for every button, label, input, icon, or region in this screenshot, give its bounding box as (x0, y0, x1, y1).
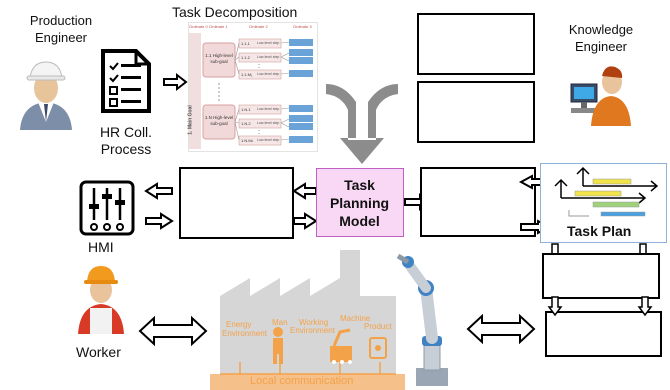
double-arrow-worker-factory (138, 315, 208, 347)
gantt-chart-icon (554, 166, 659, 217)
factory-illustration (210, 250, 405, 390)
hmi-label: HMI (88, 239, 114, 255)
knowledge-engineer-label: Knowledge Engineer (568, 22, 634, 54)
step-text-6: Low-level step (257, 138, 280, 142)
production-engineer-label: Production Engineer (29, 13, 93, 45)
arrow-box1-to-box2-left (547, 296, 563, 317)
ordinate-2: Ordinate 2 (249, 24, 268, 29)
factory-label-working-environment: Environment (290, 326, 335, 335)
step-text-4: Low-level step (257, 107, 280, 111)
plan-output-box (420, 167, 536, 237)
main-goal-label: 1. Main Goal (187, 105, 194, 135)
hr-process-label: HR Coll. Process (99, 124, 153, 157)
task-decomposition-title: Task Decomposition (172, 4, 298, 20)
step-text-5: Low-level step (257, 121, 280, 125)
arrow-left-box-to-model (293, 212, 318, 230)
step-id-1-n-1: 1.N.1 (241, 107, 251, 112)
knowledge-input-box-2 (417, 81, 535, 143)
factory-label-machine: Machine (340, 314, 371, 323)
arrow-box1-to-box2-right (637, 296, 653, 317)
ordinate-1: Ordinate 1 (209, 24, 228, 29)
knowledge-engineer-icon (570, 66, 631, 126)
task-decomposition-tree (189, 33, 313, 149)
factory-label-product: Product (364, 322, 392, 331)
subgoal-top-label: 1.1 High-level sub-goal (205, 53, 233, 64)
arrow-box-to-hmi (144, 182, 173, 200)
robot-arm-icon (396, 253, 448, 386)
hr-process-document-icon (101, 49, 151, 113)
ordinate-0: Ordinate 0 (189, 24, 208, 29)
subgoal-bottom-label: 1.N High-level sub-goal (204, 115, 234, 126)
ordinate-3: Ordinate 3 (293, 24, 312, 29)
arrow-model-to-left-box (292, 182, 317, 200)
step-id-1-1-1: 1.1.1 (241, 41, 250, 46)
step-text-3: Low-level step (257, 72, 280, 76)
double-arrow-robot-boxes (466, 313, 536, 345)
knowledge-input-box-1 (417, 13, 535, 75)
task-plan-panel: Task Plan (540, 163, 667, 243)
arrow-hmi-to-box (145, 212, 174, 230)
step-text-1: Low-level step (257, 41, 280, 45)
factory-label-working: Working (299, 318, 329, 327)
local-communication-label: Local communication (250, 375, 354, 387)
robot-program-box-2 (545, 311, 662, 357)
step-id-1-1-m: 1.1.M₁ (241, 72, 253, 77)
worker-icon (78, 266, 124, 334)
production-engineer-icon (20, 61, 72, 130)
step-text-2: Low-level step (257, 55, 280, 59)
merge-arrow (326, 84, 398, 164)
task-planning-model-box: Task Planning Model (316, 168, 404, 237)
factory-label-energy: Energy (226, 320, 252, 329)
factory-label-environment: Environment (222, 329, 267, 338)
step-id-1-1-2: 1.1.2 (241, 55, 250, 60)
task-decomposition-figure: Ordinate 0 Ordinate 1 Ordinate 2 Ordinat… (188, 22, 318, 152)
step-id-1-n-2: 1.N.2 (241, 121, 251, 126)
hmi-interface-box (179, 167, 294, 239)
step-id-1-n-m: 1.N.Mₙ (241, 138, 254, 143)
task-plan-label: Task Plan (567, 223, 632, 239)
hmi-sliders-icon (79, 180, 135, 236)
worker-label: Worker (76, 344, 121, 360)
task-planning-model-label: Task Planning Model (329, 177, 390, 229)
arrow-doc-to-decomposition (163, 72, 188, 92)
robot-program-box-1 (542, 253, 660, 299)
factory-label-man: Man (272, 318, 288, 327)
